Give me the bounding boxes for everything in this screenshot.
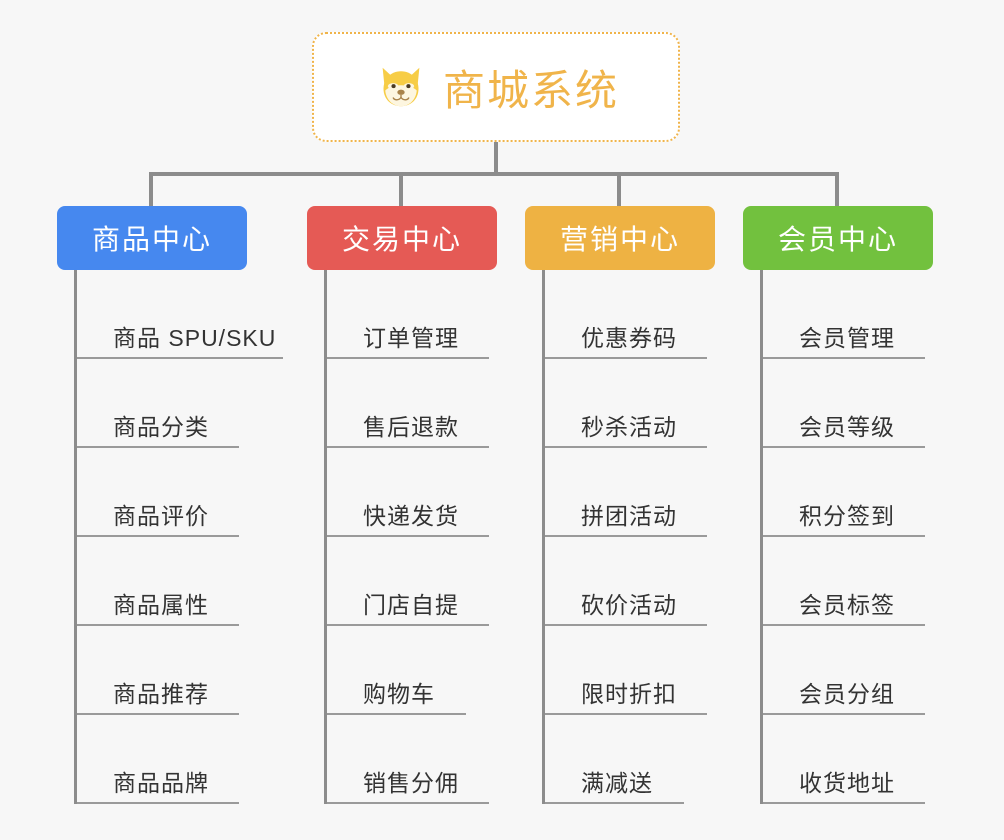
leaf-underline <box>77 446 239 448</box>
leaf-underline <box>327 535 489 537</box>
leaf-underline <box>545 713 707 715</box>
leaf-item[interactable]: 商品品牌 <box>77 715 247 804</box>
leaf-label: 收货地址 <box>799 770 895 796</box>
leaf-label: 订单管理 <box>363 325 459 351</box>
leaf-underline <box>545 535 707 537</box>
leaf-underline <box>327 624 489 626</box>
leaf-underline <box>545 624 707 626</box>
leaf-item[interactable]: 拼团活动 <box>545 448 715 537</box>
leaf-label: 拼团活动 <box>581 503 677 529</box>
leaf-label: 商品属性 <box>113 592 209 618</box>
leaf-item[interactable]: 优惠券码 <box>545 270 715 359</box>
branch-header-product-center[interactable]: 商品中心 <box>57 206 247 270</box>
leaf-item[interactable]: 秒杀活动 <box>545 359 715 448</box>
branch-product-center: 商品中心 商品 SPU/SKU 商品分类 商品评价 商品属性 商品推荐 商品品牌 <box>57 206 283 804</box>
leaf-item[interactable]: 商品分类 <box>77 359 247 448</box>
leaf-underline <box>545 357 707 359</box>
leaf-underline <box>763 713 925 715</box>
branch-header-marketing-center[interactable]: 营销中心 <box>525 206 715 270</box>
root-node[interactable]: 商城系统 <box>312 32 680 142</box>
leaf-underline <box>77 535 239 537</box>
leaf-item[interactable]: 销售分佣 <box>327 715 497 804</box>
leaf-item[interactable]: 会员管理 <box>763 270 933 359</box>
leaf-item[interactable]: 订单管理 <box>327 270 497 359</box>
leaf-underline <box>763 446 925 448</box>
leaf-label: 商品 SPU/SKU <box>113 325 277 351</box>
connector-drop-3 <box>617 172 621 206</box>
root-title: 商城系统 <box>442 66 619 114</box>
branch-header-trade-center[interactable]: 交易中心 <box>307 206 497 270</box>
connector-drop-1 <box>149 172 153 206</box>
branch-title: 交易中心 <box>341 224 462 255</box>
leaf-item[interactable]: 满减送 <box>545 715 715 804</box>
leaf-label: 商品推荐 <box>113 681 209 707</box>
branch-member-center: 会员中心 会员管理 会员等级 积分签到 会员标签 会员分组 收货地址 <box>743 206 933 804</box>
leaf-item[interactable]: 快递发货 <box>327 448 497 537</box>
leaf-item[interactable]: 会员标签 <box>763 537 933 626</box>
leaf-label: 商品品牌 <box>113 770 209 796</box>
leaf-label: 售后退款 <box>363 414 459 440</box>
branch-body: 会员管理 会员等级 积分签到 会员标签 会员分组 收货地址 <box>760 270 933 804</box>
leaf-underline <box>77 713 239 715</box>
leaf-item[interactable]: 商品 SPU/SKU <box>77 270 283 359</box>
branch-body: 商品 SPU/SKU 商品分类 商品评价 商品属性 商品推荐 商品品牌 <box>74 270 283 804</box>
leaf-underline <box>77 624 239 626</box>
leaf-label: 商品分类 <box>113 414 209 440</box>
leaf-item[interactable]: 门店自提 <box>327 537 497 626</box>
branch-title: 会员中心 <box>777 224 898 255</box>
leaf-label: 商品评价 <box>113 503 209 529</box>
leaf-underline <box>763 357 925 359</box>
branch-header-member-center[interactable]: 会员中心 <box>743 206 933 270</box>
leaf-label: 优惠券码 <box>581 325 677 351</box>
leaf-label: 秒杀活动 <box>581 414 677 440</box>
leaf-item[interactable]: 商品推荐 <box>77 626 247 715</box>
leaf-label: 积分签到 <box>799 503 895 529</box>
leaf-item[interactable]: 砍价活动 <box>545 537 715 626</box>
leaf-label: 销售分佣 <box>363 770 459 796</box>
leaf-underline <box>327 357 489 359</box>
leaf-label: 会员标签 <box>799 592 895 618</box>
leaf-item[interactable]: 收货地址 <box>763 715 933 804</box>
leaf-label: 会员分组 <box>799 681 895 707</box>
leaf-underline <box>77 802 239 804</box>
leaf-underline <box>763 624 925 626</box>
leaf-label: 会员管理 <box>799 325 895 351</box>
leaf-label: 砍价活动 <box>581 592 677 618</box>
leaf-item[interactable]: 会员分组 <box>763 626 933 715</box>
branch-title: 商品中心 <box>91 224 212 255</box>
leaf-underline <box>327 446 489 448</box>
leaf-label: 购物车 <box>363 681 435 707</box>
branch-body: 优惠券码 秒杀活动 拼团活动 砍价活动 限时折扣 满减送 <box>542 270 715 804</box>
connector-horizontal-bus <box>149 172 839 176</box>
branch-body: 订单管理 售后退款 快递发货 门店自提 购物车 销售分佣 <box>324 270 497 804</box>
leaf-label: 门店自提 <box>363 592 459 618</box>
connector-drop-2 <box>399 172 403 206</box>
leaf-item[interactable]: 商品评价 <box>77 448 247 537</box>
leaf-underline <box>327 713 466 715</box>
leaf-label: 快递发货 <box>363 503 459 529</box>
leaf-label: 会员等级 <box>799 414 895 440</box>
leaf-item[interactable]: 限时折扣 <box>545 626 715 715</box>
leaf-underline <box>763 802 925 804</box>
leaf-label: 限时折扣 <box>581 681 677 707</box>
leaf-item[interactable]: 会员等级 <box>763 359 933 448</box>
branch-marketing-center: 营销中心 优惠券码 秒杀活动 拼团活动 砍价活动 限时折扣 满减送 <box>525 206 715 804</box>
leaf-item[interactable]: 商品属性 <box>77 537 247 626</box>
leaf-underline <box>763 535 925 537</box>
leaf-underline <box>545 446 707 448</box>
leaf-item[interactable]: 积分签到 <box>763 448 933 537</box>
leaf-underline <box>327 802 489 804</box>
leaf-underline <box>545 802 684 804</box>
leaf-underline <box>77 357 283 359</box>
branch-trade-center: 交易中心 订单管理 售后退款 快递发货 门店自提 购物车 销售分佣 <box>307 206 497 804</box>
leaf-item[interactable]: 购物车 <box>327 626 497 715</box>
shiba-dog-face-icon <box>373 59 429 115</box>
branch-title: 营销中心 <box>559 224 680 255</box>
connector-root-stem <box>494 142 498 175</box>
leaf-item[interactable]: 售后退款 <box>327 359 497 448</box>
connector-drop-4 <box>835 172 839 206</box>
leaf-label: 满减送 <box>581 770 653 796</box>
